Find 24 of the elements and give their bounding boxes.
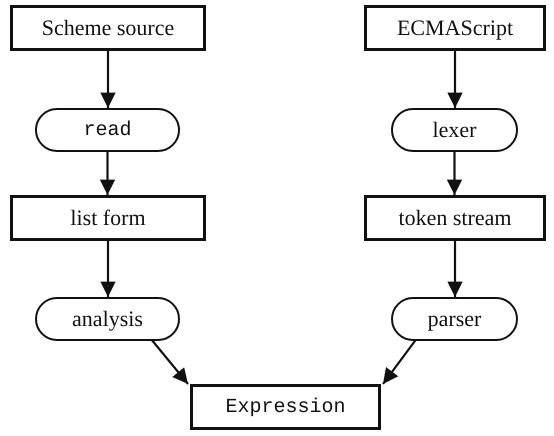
arrow (100, 152, 116, 195)
data-box (190, 384, 381, 430)
node-label: Expression (225, 394, 346, 420)
process-pill (391, 108, 518, 152)
node-label: analysis (72, 305, 143, 333)
data-box (364, 195, 546, 241)
data-box (364, 5, 546, 51)
arrow (447, 51, 463, 108)
data-box (10, 195, 206, 241)
node-label: parser (428, 305, 482, 333)
node-label: ECMAScript (396, 14, 514, 42)
arrow (447, 241, 463, 297)
process-pill (391, 297, 518, 341)
node-label: list form (70, 204, 146, 232)
node-label: read (83, 118, 132, 142)
arrow (446, 152, 462, 195)
arrow (100, 241, 116, 297)
process-pill (35, 108, 180, 152)
process-pill (35, 297, 180, 341)
arrow (100, 51, 116, 108)
data-box (10, 5, 206, 51)
node-label: lexer (432, 116, 476, 144)
node-label: token stream (398, 204, 512, 232)
node-label: Scheme source (42, 14, 174, 42)
